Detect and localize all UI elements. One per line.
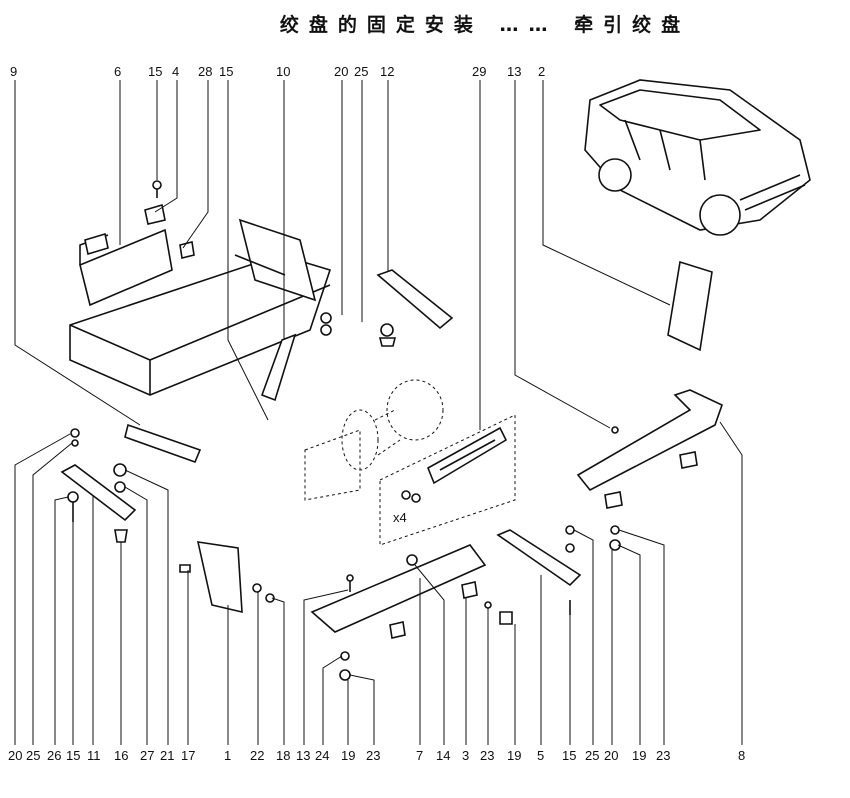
callout-label: 23	[656, 748, 670, 763]
callout-label: 29	[472, 64, 486, 79]
callout-label: 3	[462, 748, 469, 763]
callout-label: 12	[380, 64, 394, 79]
callout-label: 22	[250, 748, 264, 763]
callout-label: 20	[8, 748, 22, 763]
callout-label: 15	[562, 748, 576, 763]
bottom-callouts: 20 25 26 15 11 16 27 21 17 1 22 18 13 24…	[8, 748, 745, 763]
callout-label: 25	[26, 748, 40, 763]
callout-label: 19	[341, 748, 355, 763]
callout-label: 28	[198, 64, 212, 79]
bracket-6	[79, 228, 173, 307]
winch-body	[304, 379, 444, 501]
mount-plate-2	[667, 260, 713, 352]
plate-4	[144, 203, 166, 225]
top-leader-lines	[14, 80, 671, 430]
strap-11	[60, 464, 137, 522]
callout-label: 1	[224, 748, 231, 763]
callout-label: 14	[436, 748, 450, 763]
callout-label: 6	[114, 64, 121, 79]
callout-label: 4	[172, 64, 179, 79]
callout-label: 9	[10, 64, 17, 79]
callout-label: 20	[604, 748, 618, 763]
callout-label: 16	[114, 748, 128, 763]
callout-label: 20	[334, 64, 348, 79]
callout-label: 25	[354, 64, 368, 79]
callout-label: 15	[219, 64, 233, 79]
quantity-marker: x4	[393, 510, 407, 525]
strap-9	[124, 423, 202, 464]
callout-label: 27	[140, 748, 154, 763]
callout-label: 26	[47, 748, 61, 763]
callout-label: 13	[296, 748, 310, 763]
plate-1	[196, 541, 243, 614]
callout-label: 18	[276, 748, 290, 763]
callout-label: 15	[148, 64, 162, 79]
callout-label: 17	[181, 748, 195, 763]
vehicle-illustration	[584, 79, 811, 236]
callout-label: 8	[738, 748, 745, 763]
callout-label: 19	[507, 748, 521, 763]
strap-10	[260, 333, 297, 402]
callout-label: 21	[160, 748, 174, 763]
bottom-leader-lines	[14, 421, 743, 745]
strap-12	[376, 269, 454, 330]
callout-label: 23	[480, 748, 494, 763]
page-title: 绞盘的固定安装 …… 牵引绞盘	[279, 14, 691, 36]
callout-label: 25	[585, 748, 599, 763]
callout-label: 19	[632, 748, 646, 763]
callout-label: 15	[66, 748, 80, 763]
callout-label: 13	[507, 64, 521, 79]
callout-label: 23	[366, 748, 380, 763]
bracket-7	[310, 544, 487, 633]
callout-label: 11	[87, 748, 101, 763]
frame-assembly	[69, 218, 332, 396]
callout-label: 24	[315, 748, 329, 763]
callout-label: 5	[537, 748, 544, 763]
callout-label: 2	[538, 64, 545, 79]
mount-plate-29-frame	[379, 414, 516, 546]
bracket-8	[576, 389, 723, 492]
callout-label: 10	[276, 64, 290, 79]
callout-label: 7	[416, 748, 423, 763]
top-callouts: 9 6 15 4 28 15 10 20 25 12 29 13 2	[10, 64, 545, 79]
strap-5	[496, 529, 582, 587]
